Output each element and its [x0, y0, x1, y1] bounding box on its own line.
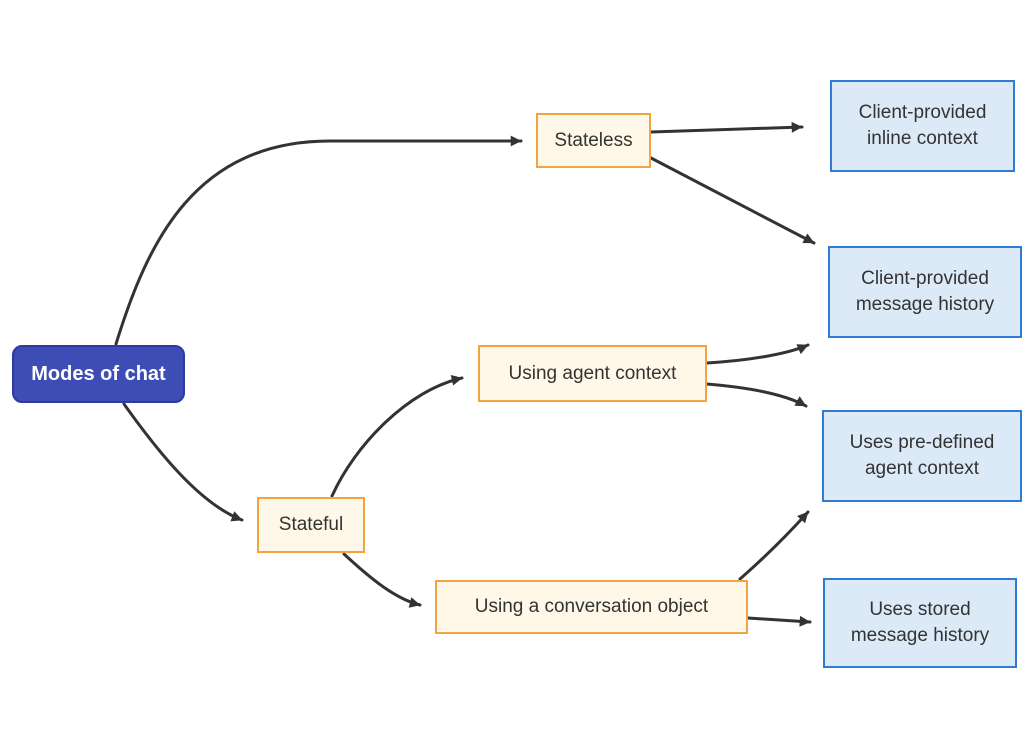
node-using-agent-context: Using agent context: [478, 345, 707, 402]
node-client-inline-context: Client-provided inline context: [830, 80, 1015, 172]
edge-using-conversation-object-to-uses-predefined-agent-context: [738, 510, 810, 581]
node-using-conversation-object-label: Using a conversation object: [474, 596, 709, 618]
edge-using-agent-context-to-client-message-history: [705, 343, 810, 365]
node-using-conversation-object: Using a conversation object: [435, 580, 748, 634]
node-uses-predefined-agent-context-label: Uses pre-defined agent context: [849, 432, 995, 479]
edge-stateless-to-client-inline-context: [649, 121, 804, 134]
edge-using-conversation-object-to-uses-stored-message-history: [746, 615, 812, 627]
edge-stateful-to-using-agent-context: [330, 374, 464, 498]
node-modes-of-chat-label: Modes of chat: [31, 362, 166, 385]
edge-modes-of-chat-to-stateful: [122, 402, 244, 522]
node-stateless: Stateless: [536, 113, 651, 168]
edge-modes-of-chat-to-stateless: [114, 135, 523, 346]
node-stateful: Stateful: [257, 497, 365, 553]
edge-using-agent-context-to-uses-predefined-agent-context: [705, 382, 808, 408]
node-uses-stored-message-history-label: Uses stored message history: [850, 599, 990, 646]
node-uses-stored-message-history: Uses stored message history: [823, 578, 1017, 668]
node-uses-predefined-agent-context: Uses pre-defined agent context: [822, 410, 1022, 502]
node-client-inline-context-label: Client-provided inline context: [858, 102, 987, 149]
node-stateful-label: Stateful: [278, 514, 344, 536]
edge-stateful-to-using-conversation-object: [342, 552, 422, 608]
node-stateless-label: Stateless: [554, 129, 633, 151]
node-client-message-history: Client-provided message history: [828, 246, 1022, 338]
edge-stateless-to-client-message-history: [649, 156, 816, 245]
node-modes-of-chat: Modes of chat: [12, 345, 185, 403]
node-using-agent-context-label: Using agent context: [508, 362, 677, 384]
node-client-message-history-label: Client-provided message history: [855, 268, 995, 315]
